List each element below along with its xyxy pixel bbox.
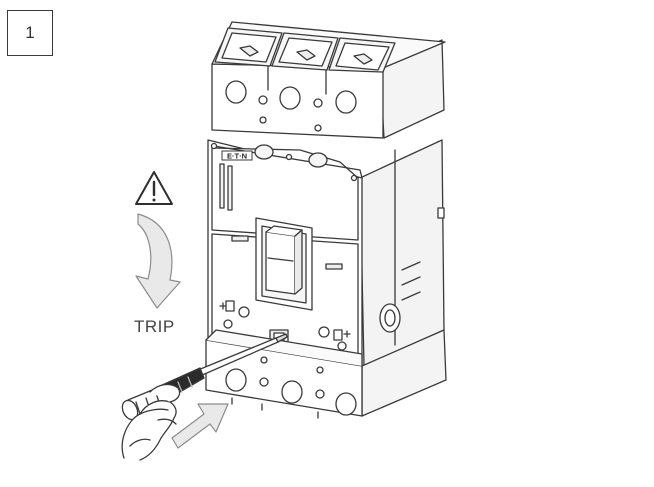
body-side bbox=[359, 139, 445, 367]
eaton-logo: E·T·N bbox=[221, 150, 253, 161]
hand-icon bbox=[121, 383, 181, 461]
curved-down-arrow-icon bbox=[135, 213, 181, 309]
trip-label: TRIP bbox=[134, 317, 175, 336]
screwdriver-icon bbox=[121, 333, 288, 421]
step-number: 1 bbox=[7, 10, 53, 56]
upper-terminal-block bbox=[211, 21, 446, 139]
breaker-body bbox=[207, 139, 363, 367]
warning-triangle-icon bbox=[135, 171, 173, 205]
push-arrow-icon bbox=[171, 403, 229, 449]
svg-text:E·T·N: E·T·N bbox=[227, 152, 247, 161]
